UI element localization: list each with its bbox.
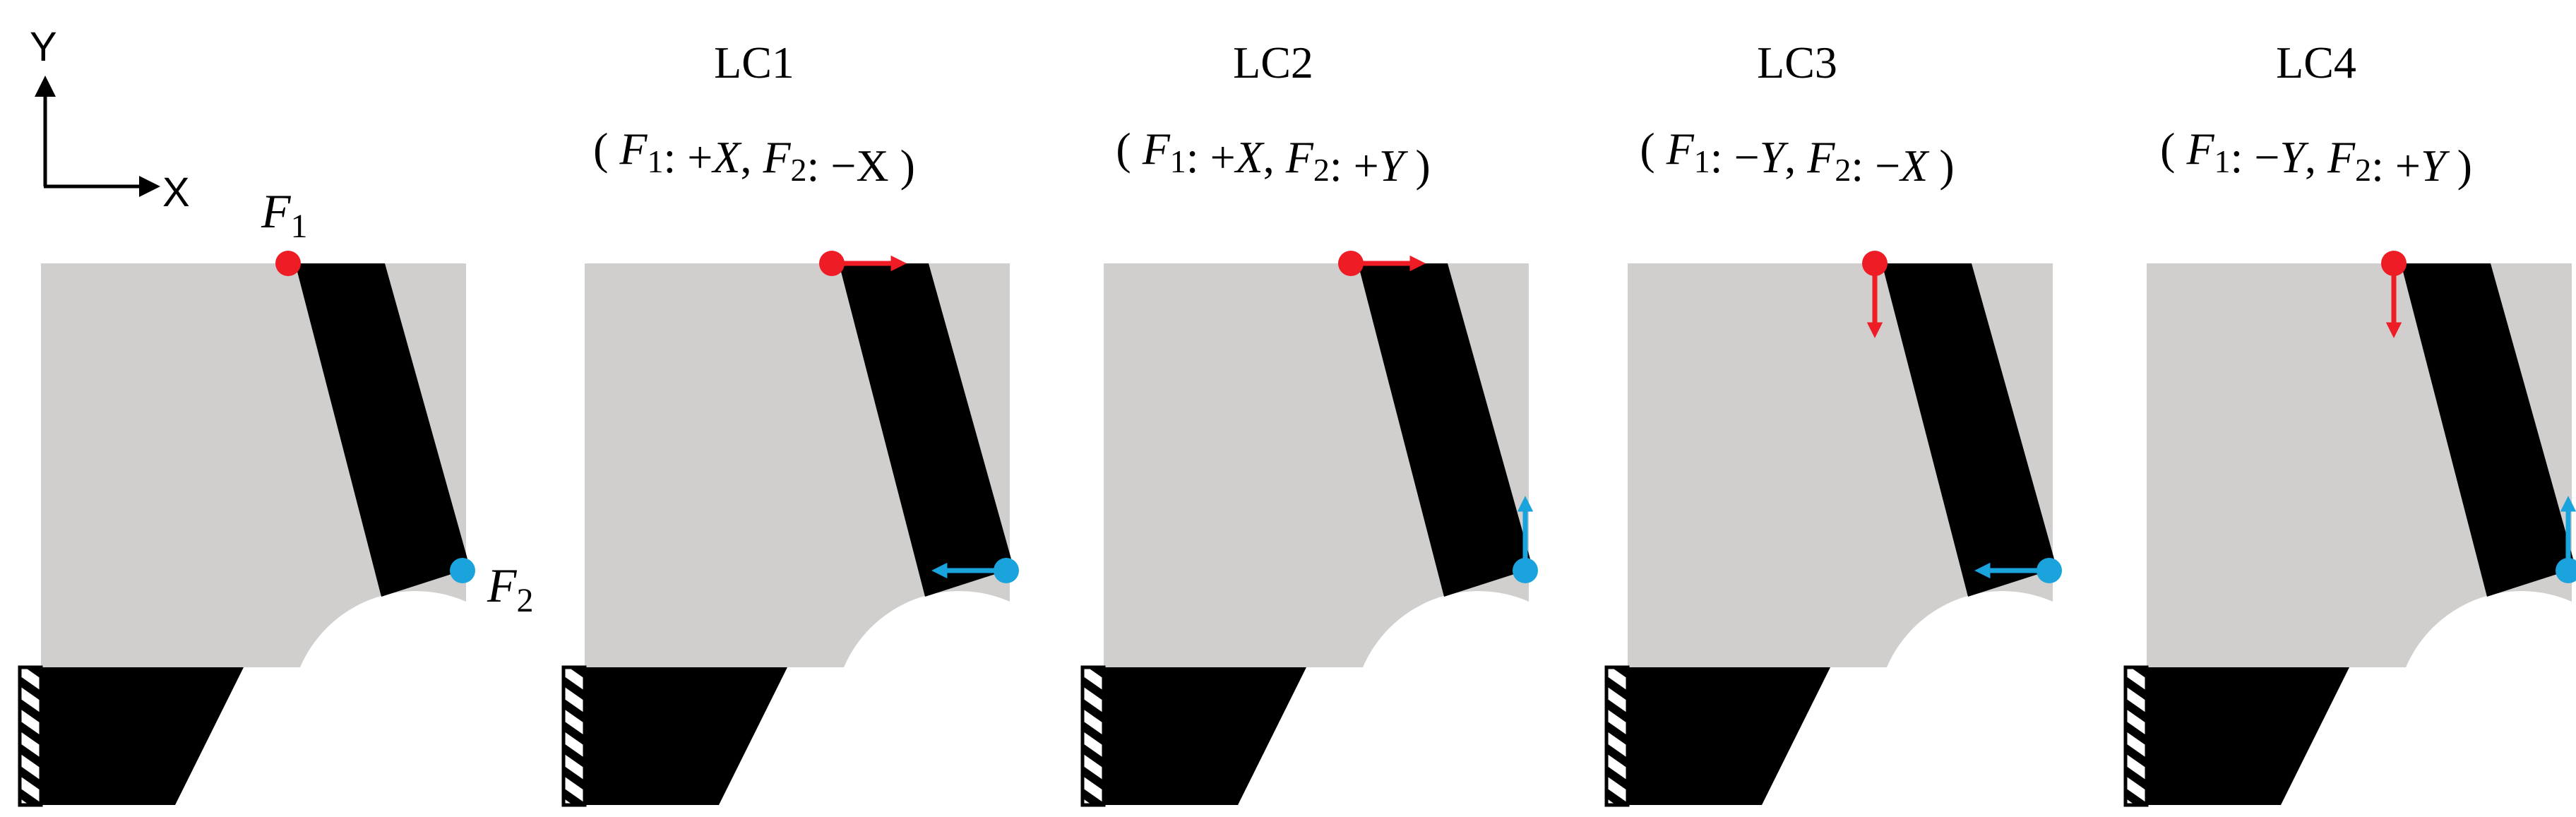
lc2-title: LC2	[1233, 37, 1313, 88]
y-axis-label: Y	[30, 24, 57, 70]
f1-label: F1	[261, 184, 308, 245]
structure-strut	[2401, 263, 2574, 597]
panel-lc3: LC3 ( F1: −Y, F2: −X )	[1604, 37, 2062, 807]
x-axis-label: X	[162, 169, 190, 215]
lc4-title: LC4	[2276, 37, 2356, 88]
lc2-subtitle: ( F1: +X, F2: +Y )	[1116, 124, 1430, 191]
lc4-subtitle: ( F1: −Y, F2: +Y )	[2160, 124, 2472, 191]
structure-base	[1104, 667, 1306, 805]
f2-label: F2	[487, 559, 534, 619]
structure-strut	[839, 263, 1012, 597]
fixed-support-hatch	[1080, 665, 1106, 807]
lc1-f1-point	[819, 251, 845, 276]
panel-lc2: LC2 ( F1: +X, F2: +Y )	[1080, 37, 1538, 807]
lc4-f2-point	[2556, 558, 2576, 583]
f1-point	[275, 251, 301, 276]
lc3-subtitle: ( F1: −Y, F2: −X )	[1640, 124, 1954, 191]
structure-base	[1628, 667, 1830, 805]
f2-point	[450, 558, 475, 583]
lc3-f2-point	[2037, 558, 2062, 583]
fixed-support-hatch	[1604, 665, 1630, 807]
fixed-support-hatch	[2123, 665, 2149, 807]
lc4-f1-point	[2381, 251, 2407, 276]
structure-base	[2147, 667, 2349, 805]
panel-lc1: LC1 ( F1: +X, F2: −X )	[561, 37, 1019, 807]
structure-base	[585, 667, 787, 805]
fixed-support-hatch	[18, 665, 43, 807]
panel-lc4: LC4 ( F1: −Y, F2: +Y )	[2123, 37, 2576, 807]
lc2-f2-point	[1513, 558, 1538, 583]
structure-strut	[295, 263, 468, 597]
lc2-f1-point	[1338, 251, 1364, 276]
lc3-title: LC3	[1757, 37, 1837, 88]
structure-strut	[1882, 263, 2055, 597]
lc3-f1-point	[1862, 251, 1888, 276]
lc1-f2-point	[994, 558, 1019, 583]
fixed-support-hatch	[561, 665, 587, 807]
structure-base	[41, 667, 244, 805]
coordinate-axes: Y X	[30, 24, 190, 215]
structure-strut	[1358, 263, 1531, 597]
lc1-subtitle: ( F1: +X, F2: −X )	[593, 124, 915, 191]
lc1-title: LC1	[714, 37, 794, 88]
